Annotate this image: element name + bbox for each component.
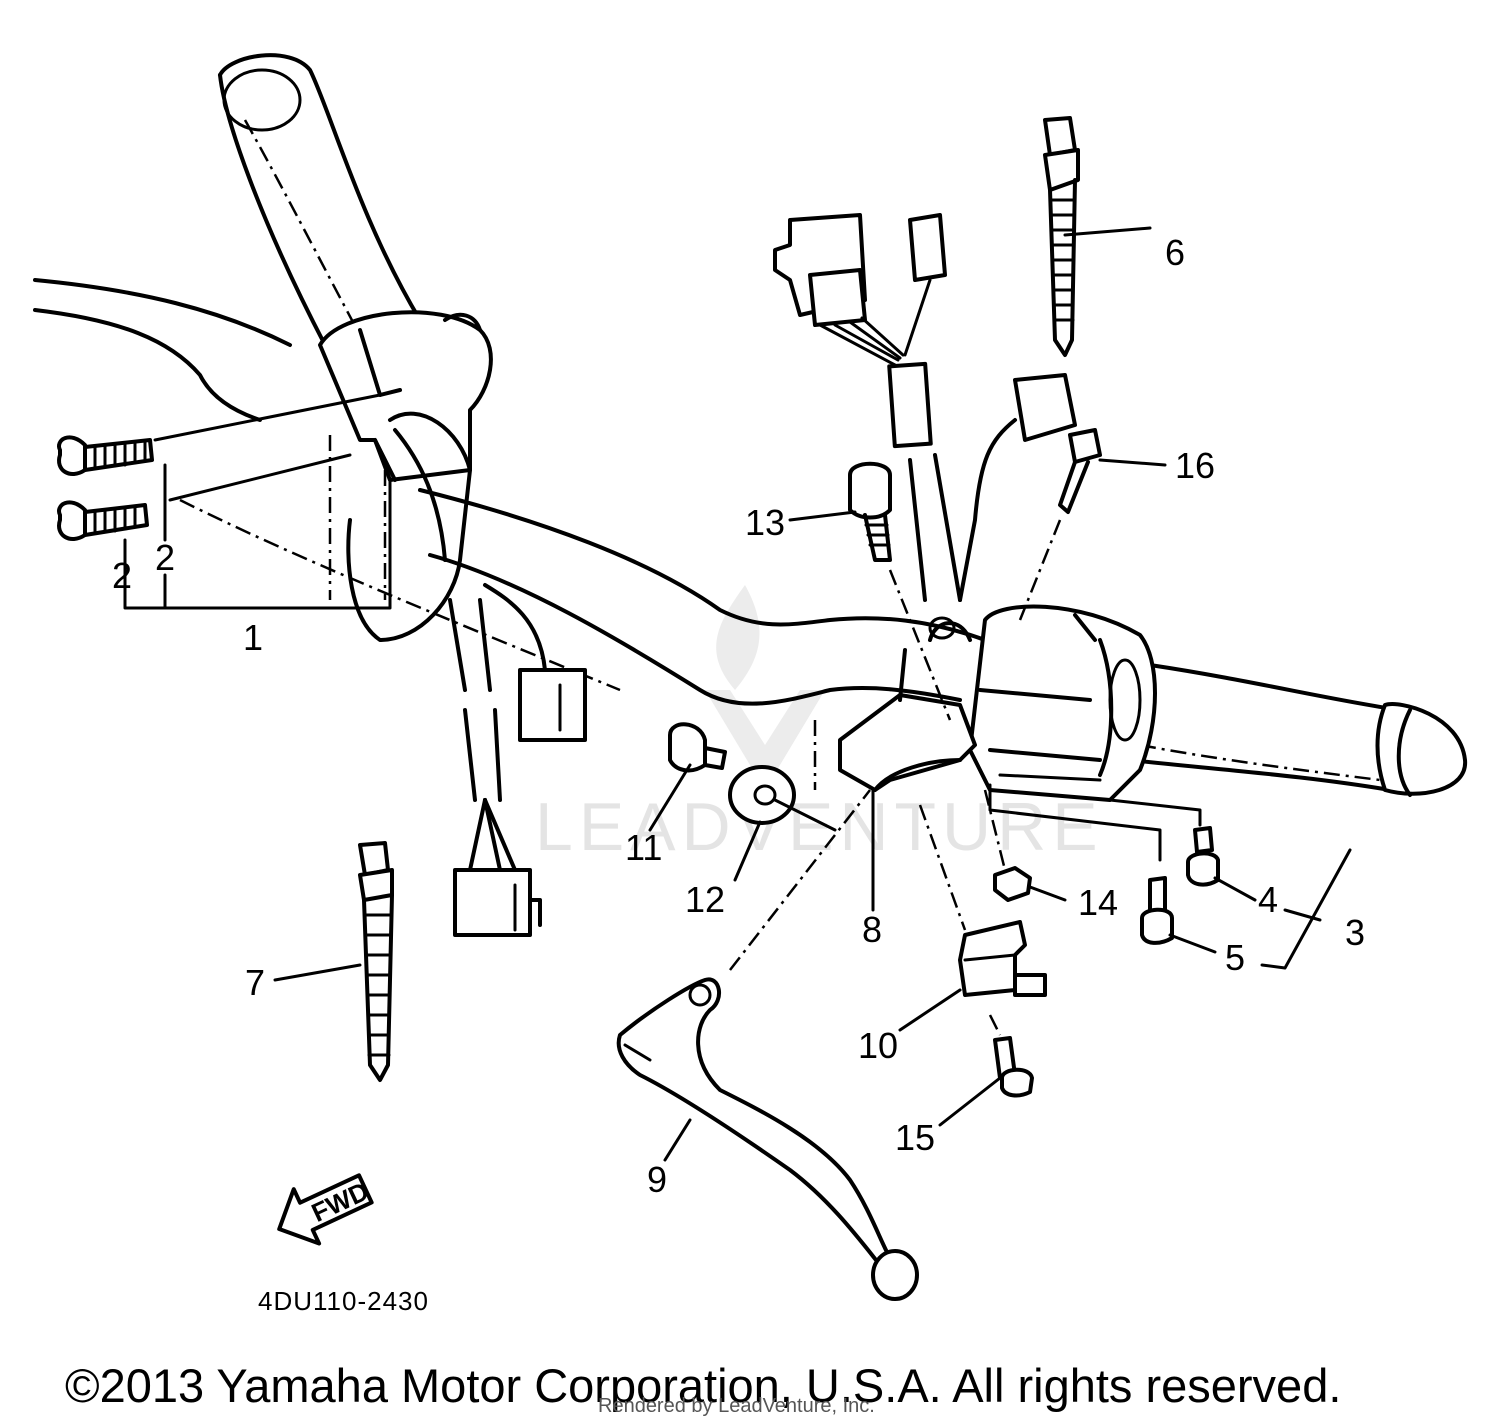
- rendered-by-note: Rendered by LeadVenture, Inc.: [598, 1395, 875, 1417]
- nut: [983, 789, 1032, 902]
- callout-5: 5: [1225, 937, 1245, 978]
- callout-9: 9: [647, 1159, 667, 1200]
- brake-switch: [918, 804, 1047, 1036]
- leader-lines: [273, 226, 1352, 1162]
- callout-16: 16: [1175, 445, 1215, 486]
- handlebar: [33, 278, 1402, 792]
- left-lever-assembly: [328, 411, 472, 642]
- callout-4: 4: [1258, 879, 1278, 920]
- watermark: LEADVENTURE: [535, 585, 1104, 865]
- right-switch-housing: [968, 604, 1157, 802]
- cable-tie-upper: [1043, 116, 1080, 357]
- left-wire-harness: [448, 583, 587, 937]
- forward-arrow: FWD: [277, 1173, 374, 1246]
- watermark-text: LEADVENTURE: [535, 789, 1104, 865]
- switch-screw: [993, 1036, 1034, 1098]
- copyright-notice: ©2013 Yamaha Motor Corporation, U.S.A. A…: [65, 1359, 1341, 1412]
- callout-8: 8: [862, 909, 882, 950]
- callout-3: 3: [1345, 912, 1365, 953]
- callout-10: 10: [858, 1025, 898, 1066]
- callout-13: 13: [745, 502, 785, 543]
- diagram-part-number: 4DU110-2430: [258, 1286, 429, 1316]
- bolt-pair: [57, 393, 392, 610]
- callout-12: 12: [685, 879, 725, 920]
- housing-screws: [988, 783, 1220, 945]
- callouts: 1 2 2 3 4 5 6 7 8 9 10 11 12 13 14 15 16: [112, 232, 1365, 1200]
- right-grip: [1375, 702, 1468, 797]
- left-grip: [218, 53, 422, 401]
- pivot-bolt: [848, 461, 952, 721]
- callout-2: 2: [155, 537, 175, 578]
- callout-11: 11: [625, 827, 662, 868]
- brake-lever: [616, 789, 919, 1301]
- callout-2: 2: [112, 555, 132, 596]
- adjuster-knobs: [668, 722, 837, 832]
- screw-upper: [1018, 428, 1102, 621]
- main-harness-connectors: [773, 213, 1077, 602]
- callout-14: 14: [1078, 882, 1118, 923]
- cable-tie-lower: [358, 841, 394, 1082]
- callout-15: 15: [895, 1117, 935, 1158]
- lever-bracket: [813, 616, 977, 792]
- callout-7: 7: [245, 962, 265, 1003]
- callout-1: 1: [243, 617, 263, 658]
- left-switch-housing: [318, 310, 493, 482]
- callout-6: 6: [1165, 232, 1185, 273]
